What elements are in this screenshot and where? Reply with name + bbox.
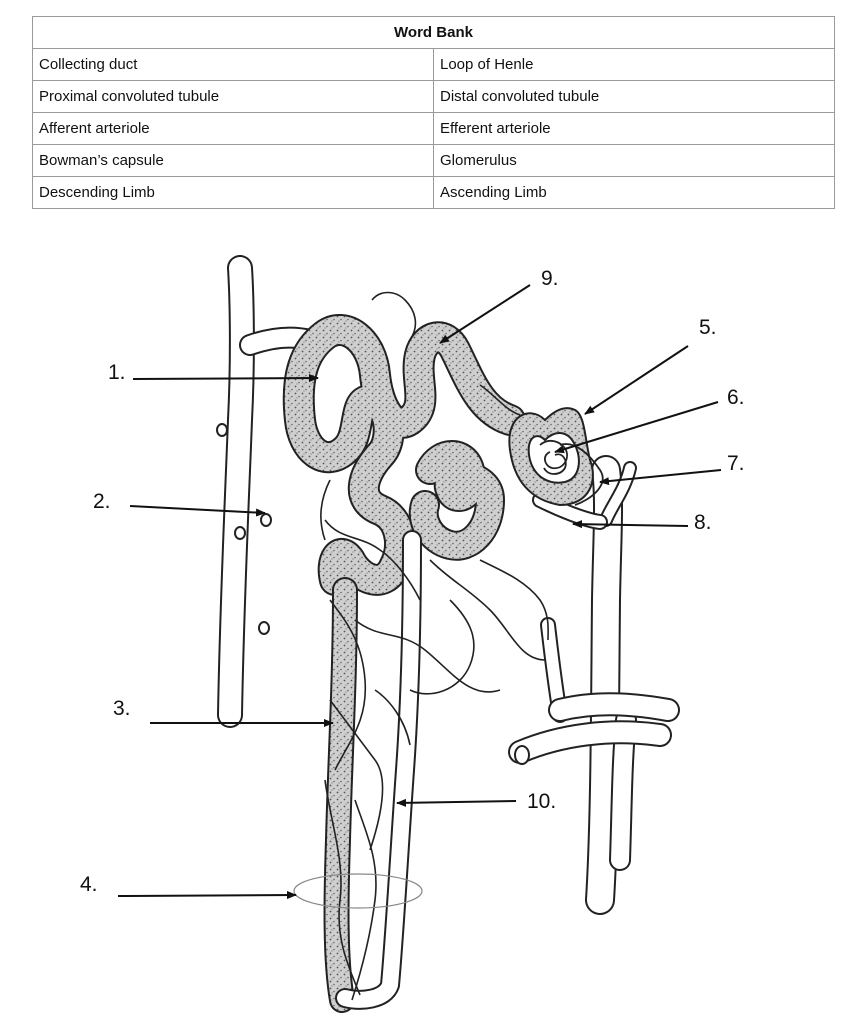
label-2: 2. <box>93 490 111 513</box>
arrow-4 <box>118 895 296 896</box>
arrow-9 <box>440 285 530 343</box>
bowmans-capsule <box>509 408 593 505</box>
label-1: 1. <box>108 361 126 384</box>
convoluted-tubule <box>299 330 510 1000</box>
arrow-1 <box>133 378 318 379</box>
arrow-5 <box>585 346 688 414</box>
arrow-10 <box>397 801 516 803</box>
label-10: 10. <box>527 790 556 813</box>
label-9: 9. <box>541 267 559 290</box>
label-8: 8. <box>694 511 712 534</box>
label-7: 7. <box>727 452 745 475</box>
label-6: 6. <box>727 386 745 409</box>
label-3: 3. <box>113 697 131 720</box>
label-4: 4. <box>80 873 98 896</box>
label-5: 5. <box>699 316 717 339</box>
